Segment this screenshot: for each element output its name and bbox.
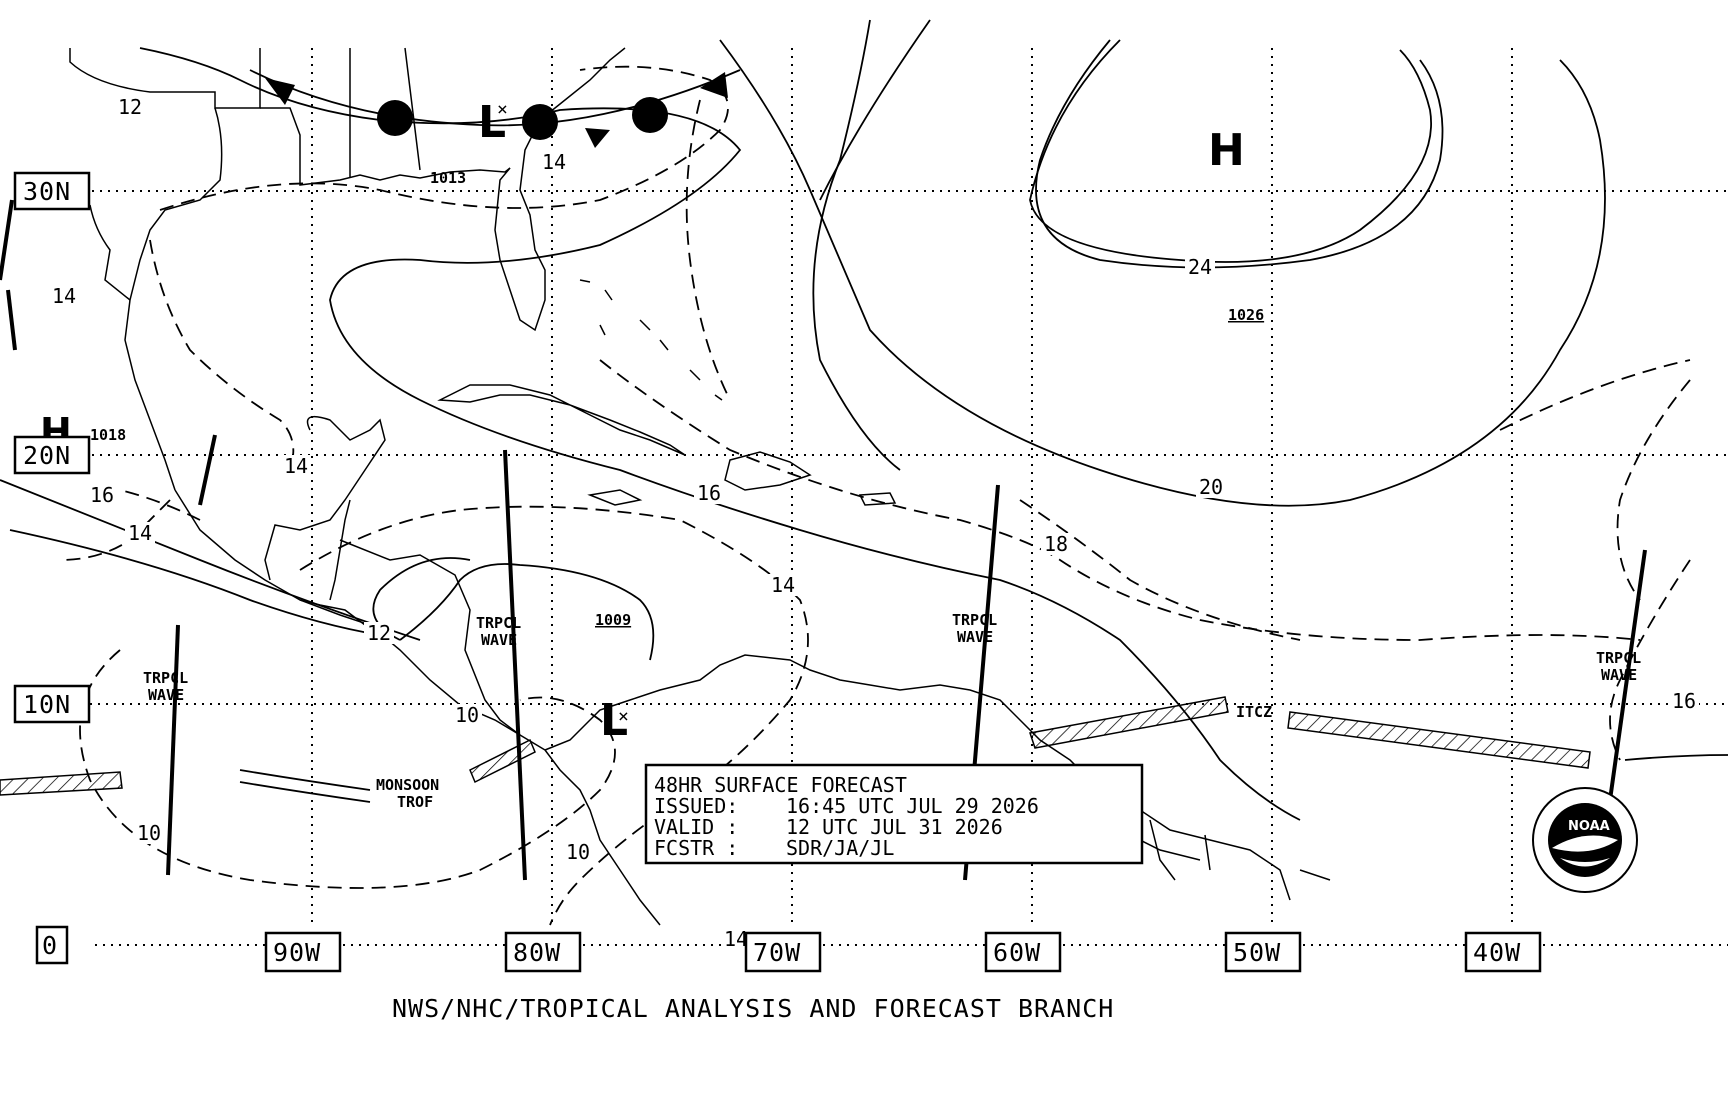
chart-title: 48HR SURFACE FORECAST (654, 773, 907, 797)
high-pressure-symbol: H (1208, 125, 1245, 176)
svg-text:TRPCL: TRPCL (1596, 649, 1641, 667)
contour-value-label: 20 (1199, 475, 1223, 499)
low-pressure-value: 1013 (430, 169, 466, 187)
svg-text:WAVE: WAVE (957, 628, 993, 646)
longitude-label: 80W (513, 938, 561, 967)
contour-label-bg (1185, 256, 1215, 278)
longitude-label: 90W (273, 938, 321, 967)
low-pressure-symbol: L (600, 695, 628, 746)
fcstr-value: SDR/JA/JL (786, 836, 894, 860)
contour-value-label: 16 (697, 481, 721, 505)
high-pressure-value: 1026 (1228, 306, 1264, 324)
valid-label: VALID : (654, 815, 738, 839)
noaa-logo: NOAA (1532, 787, 1638, 893)
longitude-label: 50W (1233, 938, 1281, 967)
svg-text:WAVE: WAVE (148, 686, 184, 704)
contour-value-label: 14 (52, 284, 76, 308)
contour-label-bg (721, 928, 751, 950)
contour-value-label: 14 (542, 150, 566, 174)
noaa-logo-text: NOAA (1568, 819, 1610, 834)
issued-value: 16:45 UTC JUL 29 2026 (786, 794, 1039, 818)
contour-label-bg (1041, 533, 1071, 555)
contour-label-bg (134, 822, 164, 844)
contour-value-label: 10 (455, 703, 479, 727)
contour-label-bg (563, 841, 593, 863)
issued-label: ISSUED: (654, 794, 738, 818)
contour-value-label: 14 (284, 454, 308, 478)
svg-text:TRPCL: TRPCL (476, 614, 521, 632)
valid-value: 12 UTC JUL 31 2026 (786, 815, 1003, 839)
latitude-label: 30N (23, 177, 71, 206)
contour-value-label: 14 (771, 573, 795, 597)
contour-value-label: 24 (1188, 255, 1212, 279)
contour-value-label: 18 (1044, 532, 1068, 556)
latitude-label: 0 (42, 931, 58, 960)
svg-text:WAVE: WAVE (481, 631, 517, 649)
footer-branch-label: NWS/NHC/TROPICAL ANALYSIS AND FORECAST B… (392, 994, 1114, 1023)
monsoon-label: TROF (397, 793, 433, 811)
graticule (60, 48, 1728, 946)
stationary-front (249, 69, 741, 148)
contour-label-bg (125, 522, 155, 544)
wave-label-4: TRPCL WAVE (1596, 649, 1641, 684)
wave-label-2: TRPCL WAVE (476, 614, 521, 649)
contour-label-bg (87, 484, 117, 506)
contour-label-bg (1196, 476, 1226, 498)
svg-text:TRPCL: TRPCL (143, 669, 188, 687)
contour-value-label: 10 (137, 821, 161, 845)
contour-label-bg (694, 482, 724, 504)
contour-label-bg (539, 151, 569, 173)
longitude-label: 40W (1473, 938, 1521, 967)
contour-labels: 12 14 14 16 14 14 12 10 10 10 14 16 14 18 20 24 16 (49, 95, 1699, 951)
contour-value-label: 16 (90, 483, 114, 507)
contour-label-bg (49, 285, 79, 307)
contour-label-bg (115, 96, 145, 118)
itcz-label: ITCZ (1236, 703, 1272, 721)
contour-label-bg (768, 574, 798, 596)
svg-text:WAVE: WAVE (1601, 666, 1637, 684)
isobars (0, 19, 1691, 821)
wave-label-3: TRPCL WAVE (952, 611, 997, 646)
latitude-labels: 30N 20N 10N 0 (13, 171, 91, 965)
forecast-info-box: 48HR SURFACE FORECAST ISSUED: 16:45 UTC … (644, 763, 1144, 865)
contour-label-bg (281, 455, 311, 477)
high-pressure-value: 1018 (90, 426, 126, 444)
contour-label-bg (1669, 690, 1699, 712)
itcz-bands (0, 696, 1728, 803)
wave-label-1: TRPCL WAVE (143, 669, 188, 704)
contour-value-label: 16 (1672, 689, 1696, 713)
low-center-x-marks: × × (497, 99, 629, 727)
contour-value-label: 12 (118, 95, 142, 119)
fcstr-label: FCSTR : (654, 836, 738, 860)
contour-value-label: 14 (128, 521, 152, 545)
latitude-label: 10N (23, 690, 71, 719)
monsoon-label: MONSOON (376, 776, 439, 794)
longitude-label: 70W (753, 938, 801, 967)
contour-value-label: 14 (724, 927, 748, 951)
low-pressure-value: 1009 (595, 611, 631, 629)
contour-value-label: 12 (367, 621, 391, 645)
contour-label-bg (364, 622, 394, 644)
svg-text:×: × (618, 706, 629, 727)
longitude-label: 60W (993, 938, 1041, 967)
longitude-labels: 90W 80W 70W 60W 50W 40W (264, 931, 1542, 973)
contour-label-bg (452, 704, 482, 726)
latitude-label: 20N (23, 441, 71, 470)
contour-value-label: 10 (566, 840, 590, 864)
low-pressure-symbol: L (478, 97, 506, 148)
svg-text:TRPCL: TRPCL (952, 611, 997, 629)
svg-text:×: × (497, 99, 508, 120)
